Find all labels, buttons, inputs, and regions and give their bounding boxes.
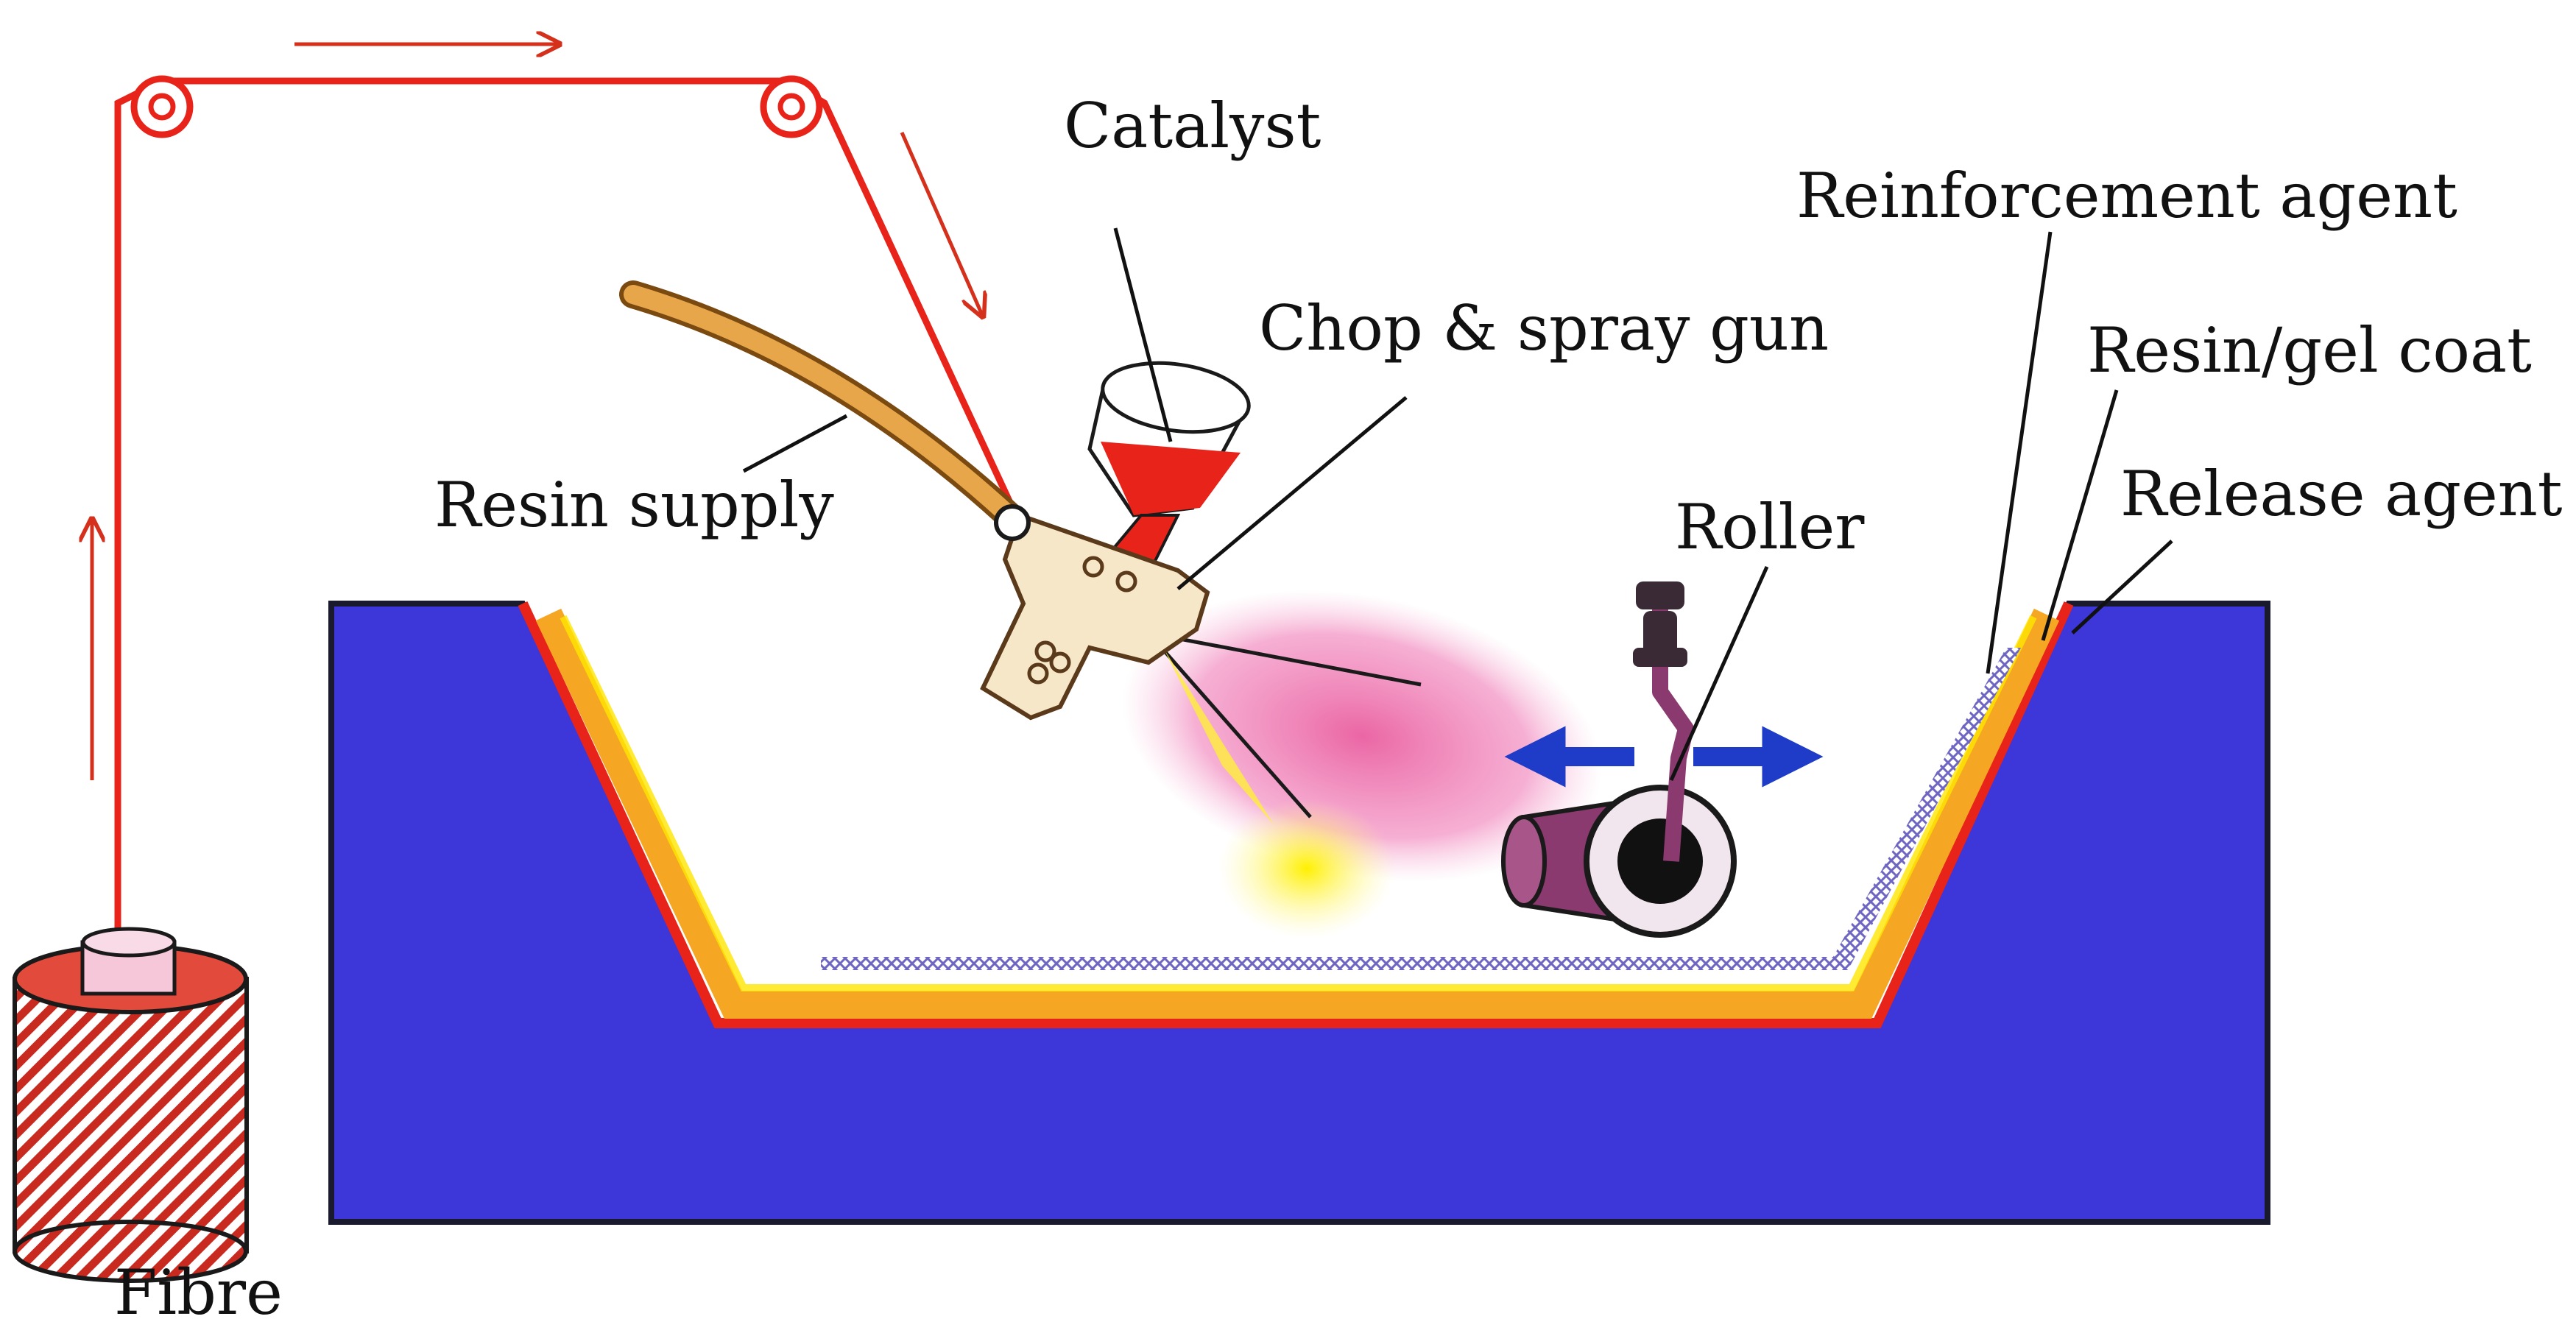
- resin-gel-coat-label: Resin/gel coat: [2087, 314, 2532, 386]
- pulley-right-icon: [760, 75, 823, 138]
- pulley-left-icon: [130, 75, 194, 138]
- catalyst-hopper-icon: [1087, 361, 1251, 569]
- chop-spray-gun-label: Chop & spray gun: [1259, 292, 1829, 364]
- release-agent-label: Release agent: [2120, 458, 2563, 530]
- reinforcement-agent-label: Reinforcement agent: [1796, 160, 2457, 232]
- chop-spray-gun-leader: [1176, 396, 1408, 590]
- roller-leader: [1669, 565, 1769, 782]
- resin-supply-leader: [742, 414, 848, 473]
- fibre-label: Fibre: [114, 1256, 283, 1329]
- roller-label: Roller: [1675, 491, 1865, 563]
- fibre-strand: [114, 77, 1020, 950]
- catalyst-spray: [1122, 590, 1602, 883]
- flow-arrow-down: [900, 131, 983, 317]
- roller-icon: [1501, 581, 1737, 938]
- spray-gun-icon: [980, 504, 1210, 721]
- spray-cone-outline: [1147, 631, 1422, 818]
- fibre-spool-icon: [13, 927, 249, 1283]
- catalyst-label: Catalyst: [1064, 90, 1321, 162]
- resin-hose-fill: [624, 285, 1018, 525]
- release-agent-layer: [518, 601, 2074, 1028]
- catalyst-leader: [1113, 227, 1173, 442]
- resin-spray: [1218, 799, 1395, 938]
- spray-cone-fill: [1163, 648, 1274, 824]
- gel-coat-highlight: [560, 615, 2037, 991]
- resin-supply-label: Resin supply: [434, 469, 834, 541]
- gel-coat-layer: [535, 608, 2060, 1019]
- resin-gel-coat-leader: [2041, 389, 2119, 641]
- release-agent-leader: [2071, 540, 2173, 634]
- reinforcement-agent-leader: [1986, 231, 2053, 674]
